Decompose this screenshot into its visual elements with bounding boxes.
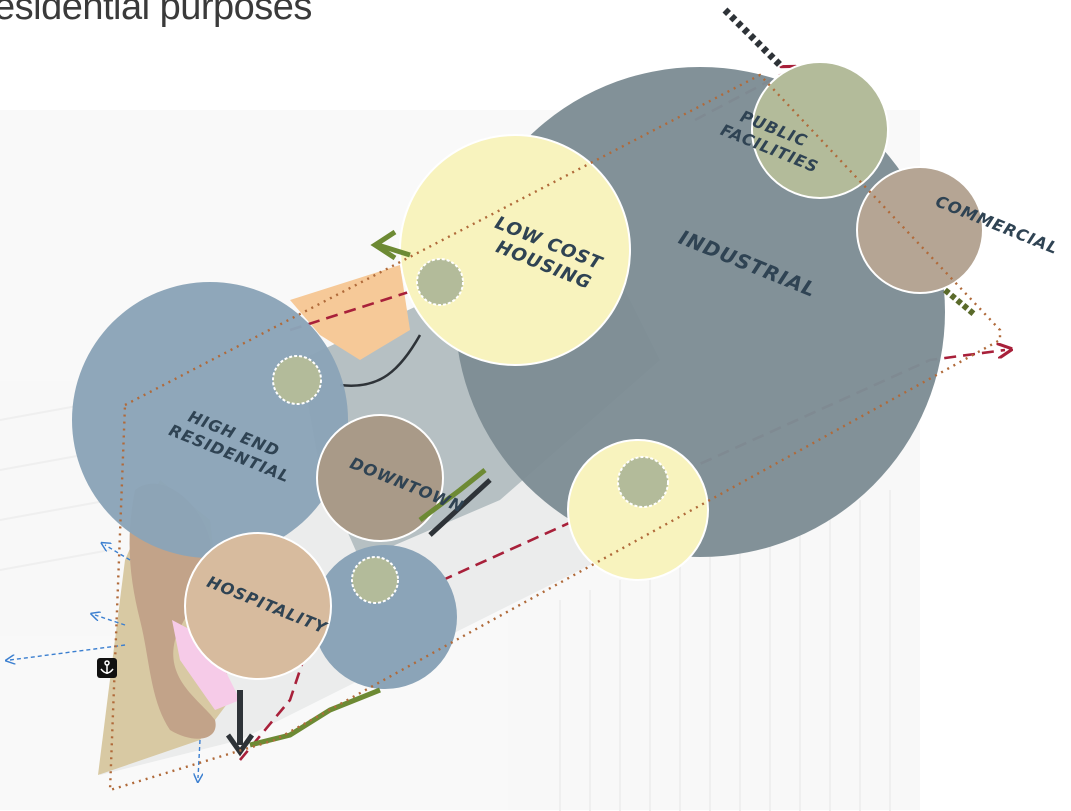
zone-public-facilities (751, 61, 889, 199)
zone-bubbles (72, 61, 984, 689)
sub-node (351, 556, 399, 604)
pink-area (172, 620, 240, 710)
zone-hospitality (184, 532, 332, 680)
green-routes (249, 229, 487, 748)
slide-title: esidential purposes (0, 0, 312, 28)
anchor-icon (97, 658, 117, 678)
blue-flow-arrows (10, 545, 200, 778)
orange-area (290, 265, 410, 360)
sub-node (272, 355, 322, 405)
sub-node (416, 258, 464, 306)
dark-routes (225, 7, 977, 757)
sub-nodes (272, 258, 669, 604)
zone-blue-secondary (313, 545, 457, 689)
dotted-boundary (108, 73, 1002, 792)
zone-downtown (316, 414, 444, 542)
zone-housing-secondary (567, 439, 709, 581)
sub-node (617, 456, 669, 508)
zone-commercial (856, 166, 984, 294)
zone-high-end-residential (72, 282, 348, 558)
dark-road-curve (339, 334, 422, 387)
